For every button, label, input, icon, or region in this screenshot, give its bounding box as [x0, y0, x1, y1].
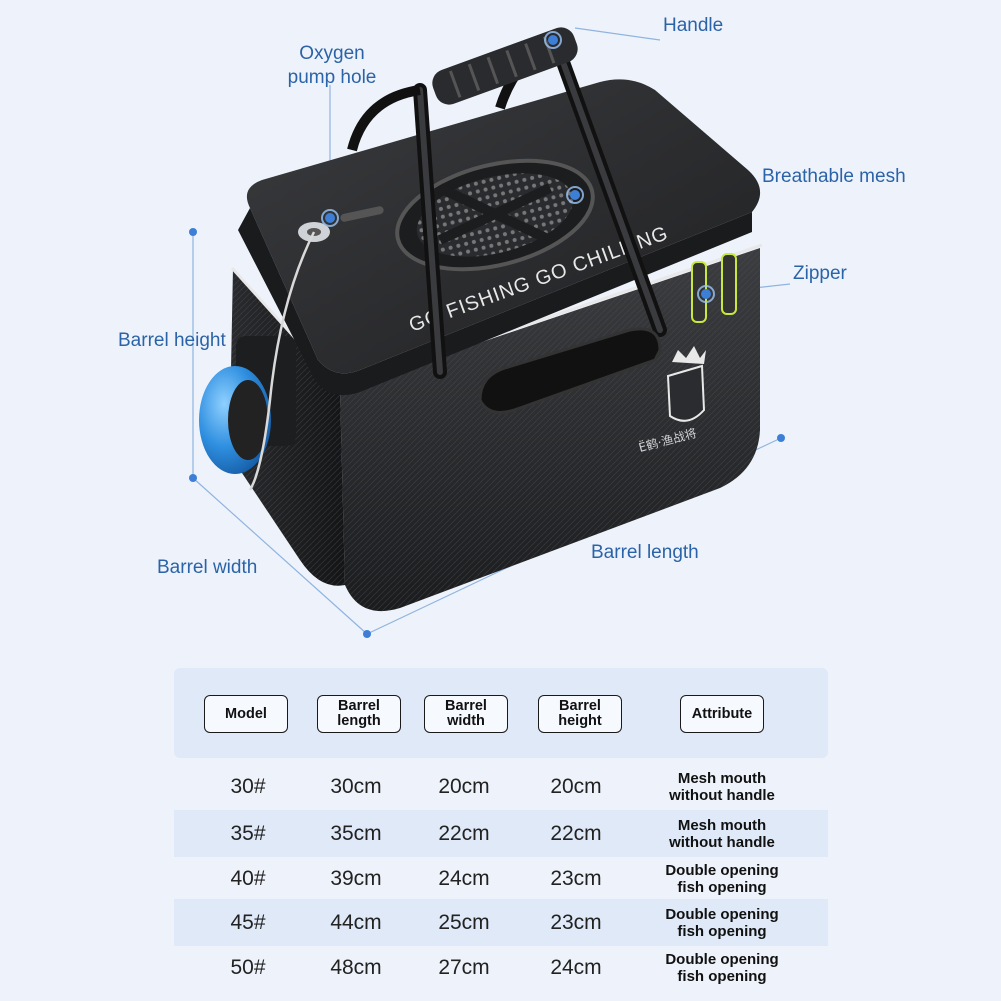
cell-length: 39cm: [330, 866, 382, 890]
cell-model: 30#: [230, 774, 266, 798]
cell-model: 35#: [230, 821, 266, 845]
carry-handle: [347, 27, 667, 379]
label-barrel-length: Barrel length: [591, 542, 699, 563]
brand-logo: [666, 346, 706, 422]
fishing-bucket-illustration: GO FISHING GO CHILLING: [189, 27, 791, 638]
cell-width: 27cm: [438, 955, 490, 979]
callout-dots: [189, 35, 785, 638]
cell-length: 44cm: [330, 910, 382, 934]
cell-width: 24cm: [438, 866, 490, 890]
header-model: Model: [204, 695, 288, 733]
cell-height: 24cm: [550, 955, 602, 979]
label-barrel-height: Barrel height: [118, 330, 226, 351]
oxygen-pump: [199, 231, 316, 491]
cell-width: 25cm: [438, 910, 490, 934]
label-zipper: Zipper: [793, 263, 847, 284]
label-oxygen-pump-hole: Oxygen pump hole: [282, 42, 382, 90]
front-grip: [478, 327, 662, 414]
cell-model: 40#: [230, 866, 266, 890]
cell-length: 48cm: [330, 955, 382, 979]
cell-length: 35cm: [330, 821, 382, 845]
label-oxygen-line1: Oxygen: [299, 43, 365, 64]
header-attribute: Attribute: [680, 695, 764, 733]
cell-width: 20cm: [438, 774, 490, 798]
cell-length: 30cm: [330, 774, 382, 798]
cell-width: 22cm: [438, 821, 490, 845]
cell-height: 23cm: [550, 910, 602, 934]
label-oxygen-line2: pump hole: [287, 67, 377, 88]
cell-model: 45#: [230, 910, 266, 934]
mesh-window: [395, 158, 595, 272]
cell-model: 50#: [230, 955, 266, 979]
zipper-pulls: [691, 253, 737, 323]
cell-height: 20cm: [550, 774, 602, 798]
label-barrel-width: Barrel width: [157, 557, 258, 578]
label-breathable-mesh: Breathable mesh: [762, 166, 906, 187]
cell-height: 22cm: [550, 821, 602, 845]
cell-height: 23cm: [550, 866, 602, 890]
label-handle: Handle: [663, 15, 724, 36]
